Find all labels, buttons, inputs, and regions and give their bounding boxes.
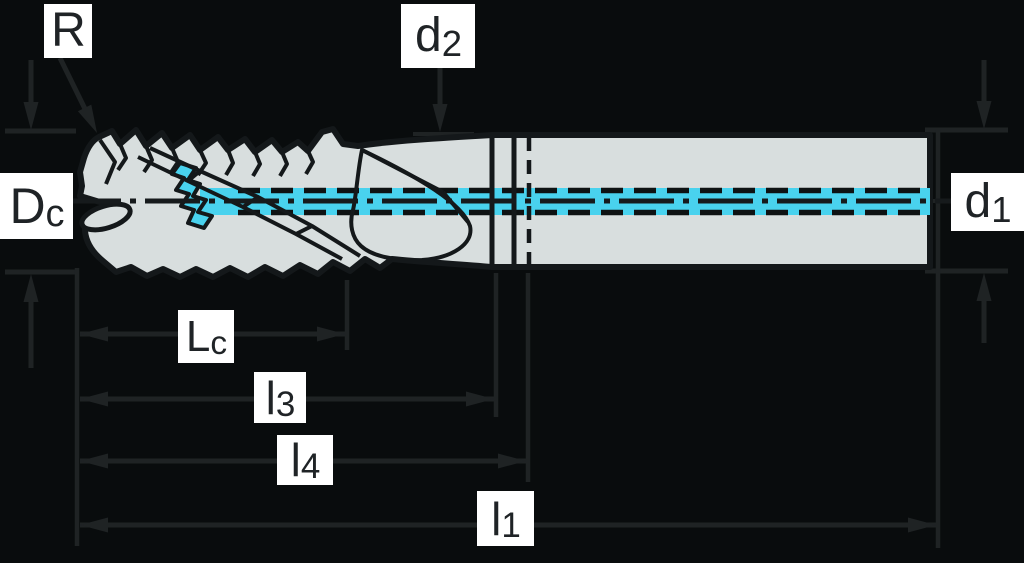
d2-arrow [413, 68, 474, 136]
r-leader-arrow [57, 56, 97, 133]
d1-dim-arrows [925, 60, 1008, 343]
dimension-layer [5, 56, 1008, 548]
label-main: R [51, 4, 86, 57]
flute-lines [98, 138, 473, 263]
label-main: L [185, 311, 211, 361]
label-main: l [491, 492, 501, 545]
label-main: D [9, 178, 45, 234]
label-sub: 4 [300, 447, 320, 487]
label-length-l4: l 4 [277, 435, 333, 485]
label-cutting-diameter-Dc: D c [0, 173, 73, 239]
label-sub: 3 [275, 384, 295, 424]
label-sub: 1 [991, 188, 1011, 230]
label-main: l [290, 434, 301, 486]
label-neck-diameter-d2: d 2 [401, 4, 475, 68]
label-overall-length-l1: l 1 [477, 491, 534, 546]
label-cutting-length-Lc: L c [178, 310, 234, 363]
extension-lines [74, 130, 941, 548]
flute-runout-curve [349, 148, 473, 263]
dc-dim-arrows [5, 60, 76, 368]
label-length-l3: l 3 [254, 372, 306, 423]
label-main: l [265, 371, 276, 424]
end-mill [66, 126, 954, 280]
label-shank-diameter-d1: d 1 [951, 173, 1024, 231]
label-main: d [964, 175, 992, 228]
label-sub: c [210, 325, 227, 363]
label-sub: c [45, 193, 65, 236]
label-main: d [415, 9, 442, 62]
label-corner-radius-R: R [44, 4, 92, 58]
label-sub: 2 [441, 22, 462, 64]
label-sub: 1 [501, 505, 520, 545]
end-tooth-ellipse [79, 201, 133, 233]
